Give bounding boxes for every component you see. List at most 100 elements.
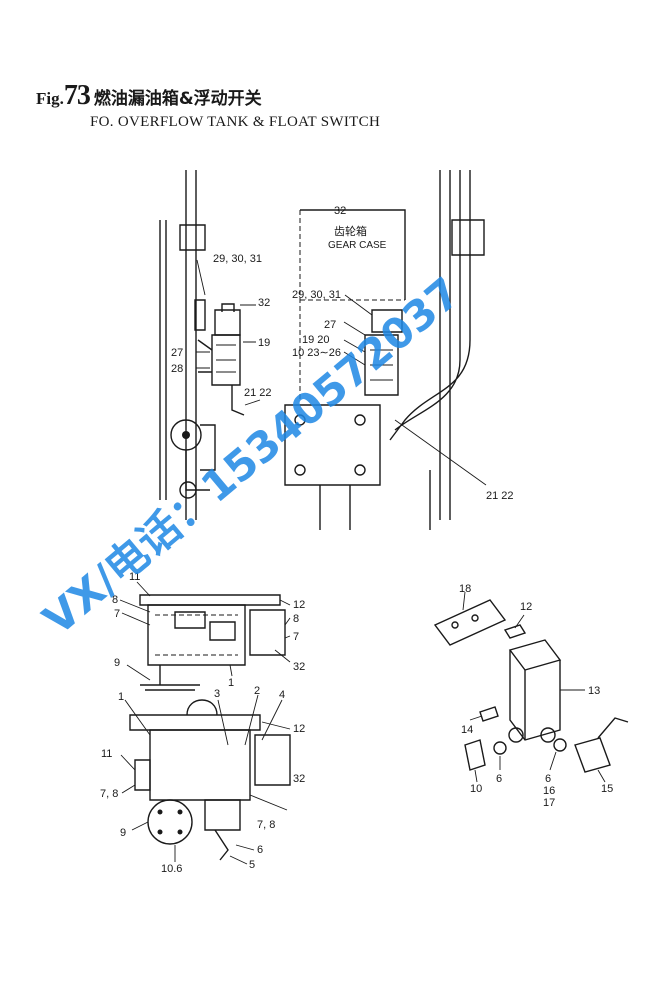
gear-case-outline — [300, 209, 406, 300]
flange-hole-4 — [177, 829, 183, 835]
fig-number: 73 — [63, 80, 91, 111]
callout-ml-32: 32 — [293, 661, 305, 673]
top-left-assembly — [159, 170, 261, 520]
callout-tr-10-23-26: 10 23∼26 — [292, 347, 341, 359]
drain-plug — [214, 829, 229, 861]
leader-lines-tr — [343, 294, 487, 486]
bolt-14 — [479, 706, 499, 722]
switch-head-right — [371, 309, 403, 333]
tank-body-right — [364, 334, 399, 396]
support-legs — [319, 470, 431, 530]
tank-internal — [155, 614, 238, 656]
callout-br-6a: 6 — [496, 773, 502, 785]
callout-br-18: 18 — [459, 583, 471, 595]
leader-lines-bl — [120, 694, 291, 865]
leader-lines-tl — [196, 259, 261, 406]
callout-br-13: 13 — [588, 685, 600, 697]
drain-tube — [231, 385, 245, 416]
plate-bolt-3 — [294, 464, 306, 476]
tank-ribs — [216, 344, 236, 373]
tank-body-13 — [509, 650, 561, 741]
callout-tl-27: 27 — [171, 347, 183, 359]
tank-box-side — [147, 604, 246, 666]
plate-bolt-4 — [354, 464, 366, 476]
washer-6a — [493, 741, 507, 755]
callout-bl-10-6: 10.6 — [161, 863, 182, 875]
plug-10 — [464, 739, 486, 771]
mounting-plate — [284, 404, 381, 486]
callout-tl-19: 19 — [258, 337, 270, 349]
callout-bl-4: 4 — [279, 689, 285, 701]
gear-case-label-en: GEAR CASE — [328, 240, 387, 251]
curved-pipe — [389, 339, 471, 441]
tank-box-front — [149, 729, 251, 801]
port-left — [508, 727, 524, 743]
callout-bl-32: 32 — [293, 773, 305, 785]
callout-br-16: 16 — [543, 785, 555, 797]
callout-bl-7-8b: 7, 8 — [257, 819, 275, 831]
tank-ribs-right — [370, 349, 393, 381]
callout-br-15: 15 — [601, 783, 613, 795]
bottom-left-view — [120, 694, 291, 865]
title-chinese: 燃油漏油箱&浮动开关 — [93, 89, 262, 109]
bracket-hole-1 — [451, 621, 459, 629]
callout-ml-12: 12 — [293, 599, 305, 611]
top-flange-front — [129, 714, 261, 731]
gear-case-label-cn: 齿轮箱 — [334, 224, 367, 238]
callout-tr-32: 32 — [334, 205, 346, 217]
drain-flange — [147, 799, 193, 845]
lower-fitting — [179, 481, 197, 499]
return-pipe — [185, 424, 216, 491]
callout-br-12: 12 — [520, 601, 532, 613]
port-right — [540, 727, 556, 743]
callout-ml-8a: 8 — [112, 594, 118, 606]
callout-ml-8b: 8 — [293, 613, 299, 625]
callout-br-14: 14 — [461, 724, 473, 736]
leader-lines-br — [462, 591, 606, 783]
top-right-assembly — [284, 170, 487, 530]
flange-hole-3 — [157, 829, 163, 835]
callout-tr-19-20: 19 20 — [302, 334, 330, 346]
drain-connector — [197, 339, 213, 373]
callout-bl-9: 9 — [120, 827, 126, 839]
callout-tl-28: 28 — [171, 363, 183, 375]
tank-ports — [174, 611, 236, 641]
middle-left-view — [119, 581, 291, 691]
callout-tl-29-31: 29, 30, 31 — [213, 253, 262, 265]
pipe-clamp-mid — [194, 299, 206, 331]
callout-ml-1: 1 — [228, 677, 234, 689]
callout-bl-7-8a: 7, 8 — [100, 788, 118, 800]
callout-br-17: 17 — [543, 797, 555, 809]
callout-bl-1: 1 — [118, 691, 124, 703]
callout-ml-11: 11 — [129, 571, 140, 583]
callout-ml-7a: 7 — [114, 608, 120, 620]
callout-tl-21-22: 21 22 — [244, 387, 272, 399]
switch-cap — [221, 303, 235, 312]
gear-case-hidden — [299, 210, 405, 400]
plate-bolt-1 — [294, 414, 306, 426]
leader-lines-ml — [119, 581, 291, 681]
title-english: FO. OVERFLOW TANK & FLOAT SWITCH — [90, 114, 381, 130]
tank-top-13 — [508, 639, 562, 671]
mounting-bracket-18 — [433, 599, 507, 646]
drain-body — [204, 799, 241, 831]
vertical-pipe-left — [185, 170, 197, 520]
callout-bl-3: 3 — [214, 688, 220, 700]
callout-tr-21-22: 21 22 — [486, 490, 514, 502]
frame-rail — [159, 220, 167, 500]
float-switch-front — [254, 734, 291, 786]
callout-bl-5: 5 — [249, 859, 255, 871]
bracket-box-top — [451, 219, 485, 256]
bottom-right-exploded — [433, 591, 629, 783]
callout-ml-9: 9 — [114, 657, 120, 669]
washer-6b — [553, 738, 567, 752]
fig-prefix: Fig. — [36, 89, 64, 108]
valve-handle — [597, 717, 629, 739]
callout-br-10: 10 — [470, 783, 482, 795]
callout-bl-2: 2 — [254, 685, 260, 697]
pipe-clamp-top — [179, 224, 206, 251]
flange-hole-2 — [177, 809, 183, 815]
plate-bolt-2 — [354, 414, 366, 426]
callout-tr-27: 27 — [324, 319, 336, 331]
